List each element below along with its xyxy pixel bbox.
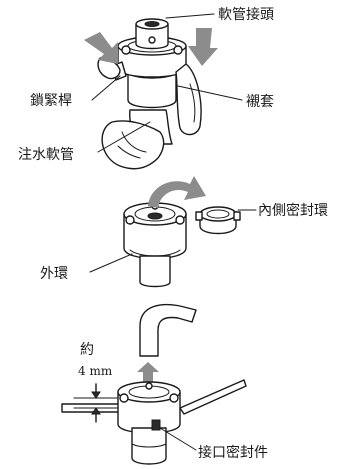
label-approx: 約 <box>80 342 94 358</box>
push-arrow-left-icon <box>84 32 118 64</box>
step-2-illustration <box>123 176 241 288</box>
label-hose-connector: 軟管接頭 <box>218 6 274 23</box>
label-lock-lever: 鎖緊桿 <box>30 93 72 109</box>
remove-arrow-icon <box>148 176 206 208</box>
label-outer-ring: 外環 <box>40 266 68 282</box>
push-arrow-right-icon <box>188 28 218 66</box>
sleeve-shape <box>127 71 177 109</box>
label-inner-seal: 內側密封環 <box>258 202 328 219</box>
hand-illustration <box>101 120 165 170</box>
lift-arrow-icon <box>137 362 159 384</box>
label-sleeve: 襯套 <box>246 93 274 110</box>
step-1-illustration <box>84 18 218 170</box>
label-inlet-hose: 注水軟管 <box>18 147 74 163</box>
label-joint-seal: 接口密封件 <box>198 444 268 461</box>
label-gap: 4 mm <box>78 364 113 378</box>
step-3-illustration <box>61 303 247 465</box>
